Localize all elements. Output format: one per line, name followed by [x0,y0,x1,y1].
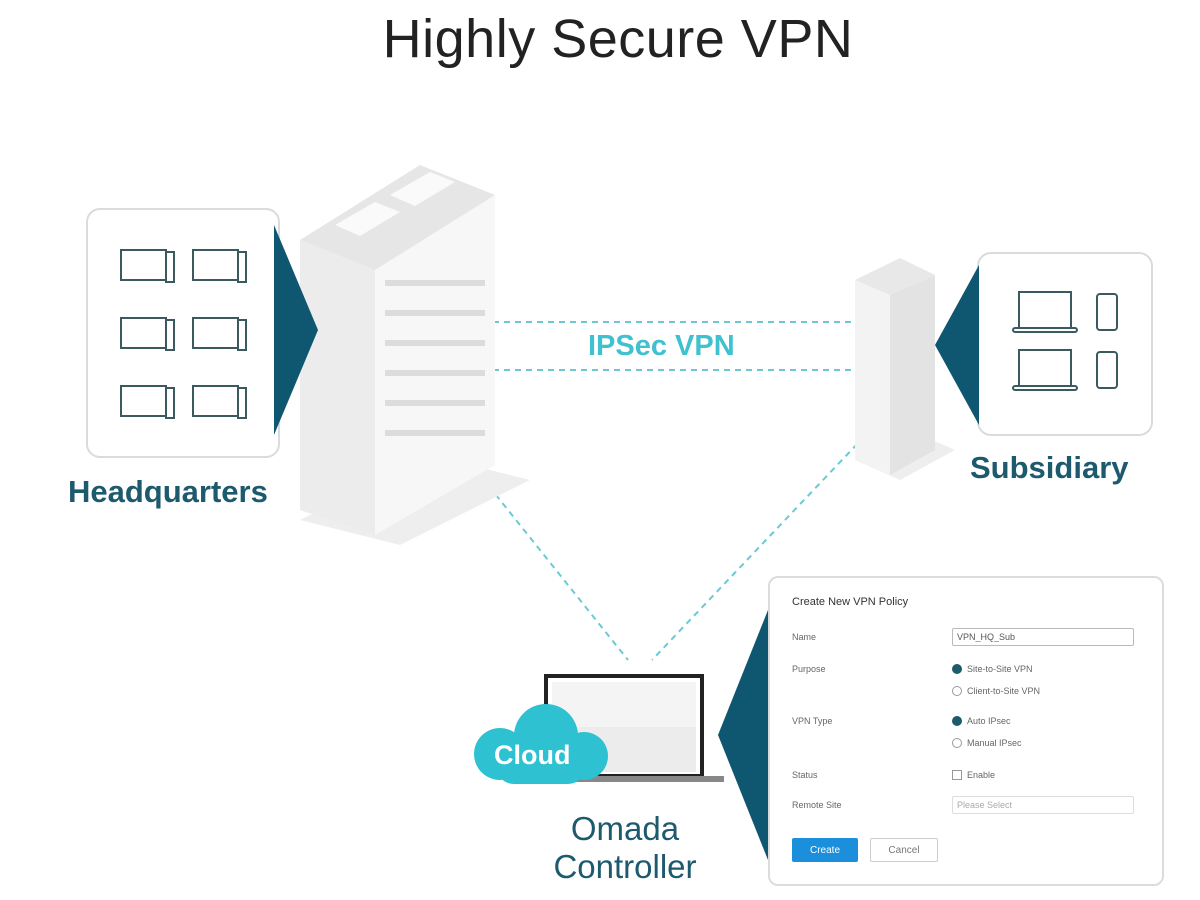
radio-unchecked[interactable] [952,738,962,748]
desktop-icon [192,317,247,351]
subsidiary-pointer-arrow [935,265,979,425]
device-icons [1012,291,1118,391]
sub-controller-line [651,419,881,661]
remote-site-select[interactable]: Please Select [952,796,1134,814]
controller-label-line1: Omada [570,810,680,847]
phone-icon [1096,351,1118,389]
status-enable-checkbox[interactable]: Enable [952,770,995,780]
ipsec-vpn-label: IPSec VPN [588,330,735,362]
desktop-icons [120,249,247,419]
cloud-icon [474,704,608,784]
cloud-label: Cloud [494,740,571,770]
desktop-icon [120,249,175,283]
headquarters-devices-panel [86,208,280,458]
vpn-type-label: VPN Type [792,716,833,726]
option-label: Site-to-Site VPN [967,664,1033,674]
option-label: Client-to-Site VPN [967,686,1041,696]
purpose-option-client-to-site[interactable]: Client-to-Site VPN [952,686,1040,696]
hq-pointer-arrow [274,225,318,435]
desktop-icon [192,385,247,419]
remote-site-label: Remote Site [792,800,842,810]
option-label: Manual IPsec [967,738,1022,748]
purpose-label: Purpose [792,664,826,674]
controller-laptop-icon [540,674,724,782]
name-label: Name [792,632,817,642]
phone-icon [1096,293,1118,331]
radio-unchecked[interactable] [952,686,962,696]
headquarters-label: Headquarters [68,474,268,509]
cancel-button[interactable]: Cancel [870,838,938,862]
dialog-title: Create New VPN Policy [792,596,909,608]
checkbox-label: Enable [967,770,996,780]
desktop-icon [192,249,247,283]
omada-controller-label: Omada Controller [540,810,710,886]
controller-pointer-arrow [718,605,770,865]
headquarters-building-icon [300,165,530,545]
subsidiary-label: Subsidiary [970,450,1129,485]
create-vpn-policy-dialog: Create New VPN Policy Name Purpose Site-… [768,576,1164,886]
laptop-icon [1012,349,1078,391]
option-label: Auto IPsec [967,716,1011,726]
radio-checked[interactable] [952,664,962,674]
desktop-icon [120,385,175,419]
checkbox[interactable] [952,770,962,780]
diagram-title: Highly Secure VPN [382,9,854,69]
purpose-option-site-to-site[interactable]: Site-to-Site VPN [952,664,1033,674]
laptop-icon [1012,291,1078,333]
subsidiary-devices-panel [977,252,1153,436]
vpn-type-option-auto[interactable]: Auto IPsec [952,716,1011,726]
vpn-type-option-manual[interactable]: Manual IPsec [952,738,1022,748]
create-button[interactable]: Create [792,838,858,862]
status-label: Status [792,770,818,780]
subsidiary-building-icon [855,258,955,480]
desktop-icon [120,317,175,351]
name-input[interactable] [952,628,1134,646]
controller-label-line2: Controller [553,848,697,885]
radio-checked[interactable] [952,716,962,726]
